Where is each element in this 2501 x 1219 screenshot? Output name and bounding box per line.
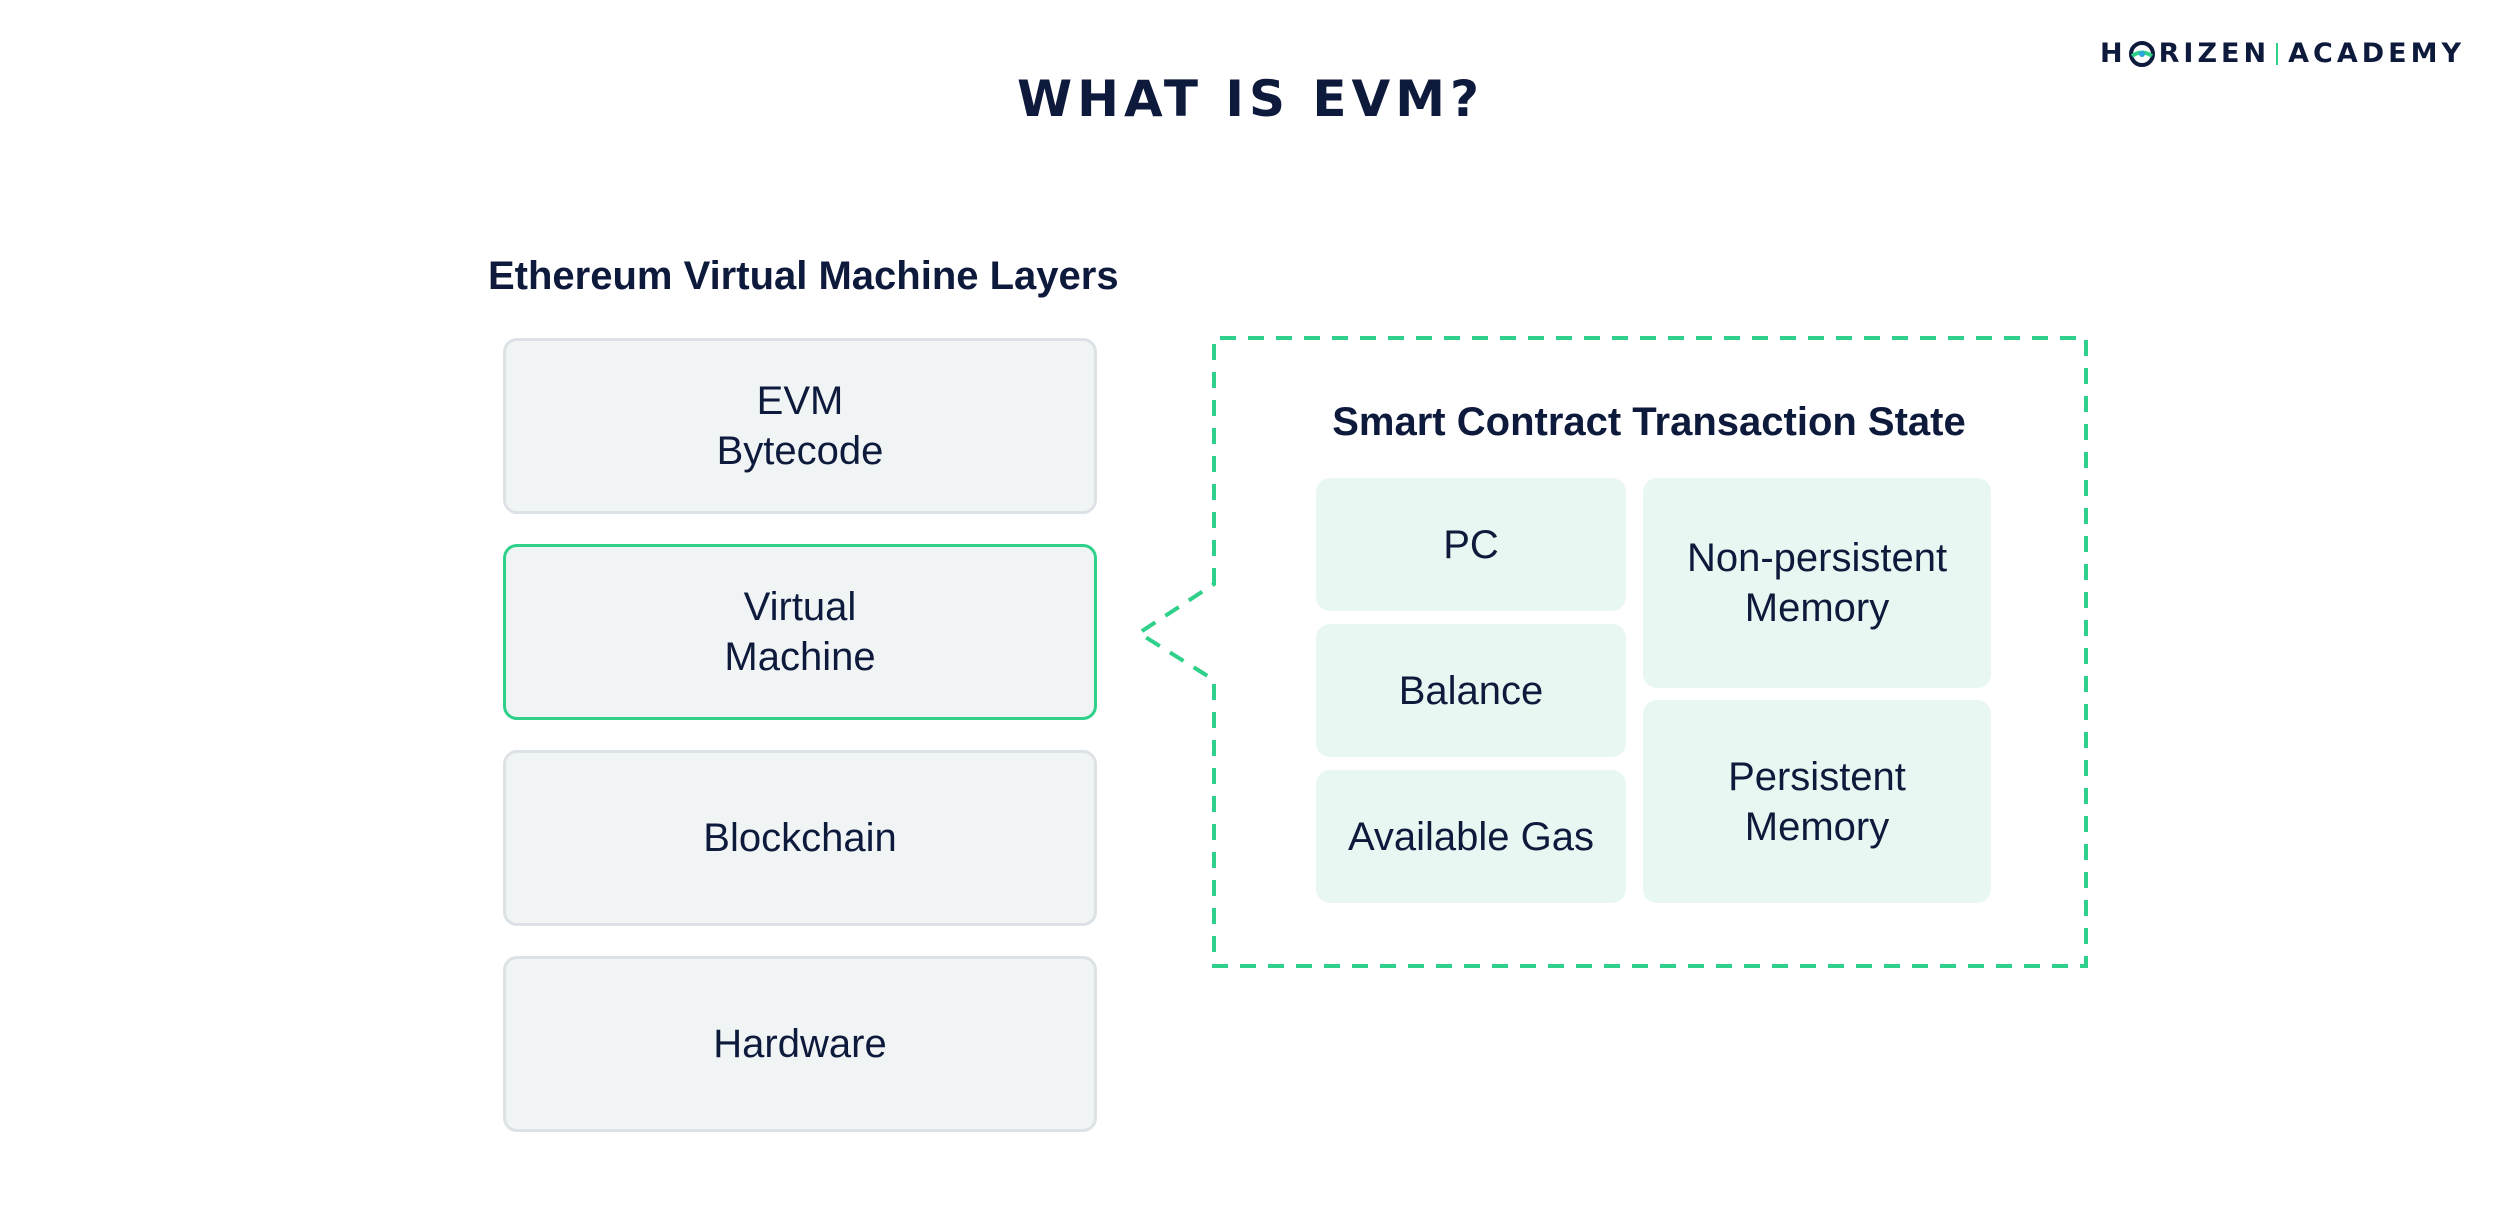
state-item-available-gas: Available Gas bbox=[1316, 770, 1626, 903]
layers-heading: Ethereum Virtual Machine Layers bbox=[488, 254, 1119, 298]
layer-evm-bytecode: EVM Bytecode bbox=[503, 338, 1097, 514]
layer-virtual-machine: Virtual Machine bbox=[503, 544, 1097, 720]
state-item-pc: PC bbox=[1316, 478, 1626, 611]
layer-blockchain: Blockchain bbox=[503, 750, 1097, 926]
logo-text-h: H bbox=[2100, 38, 2127, 69]
state-item-non-persistent-memory: Non-persistent Memory bbox=[1643, 478, 1991, 688]
horizen-logo-icon bbox=[2128, 40, 2155, 67]
logo-text-academy: ACADEMY bbox=[2288, 38, 2465, 69]
state-heading: Smart Contract Transaction State bbox=[1332, 400, 1966, 444]
logo-text-rizen: RIZEN bbox=[2158, 38, 2271, 69]
state-item-persistent-memory: Persistent Memory bbox=[1643, 700, 1991, 903]
page-title: WHAT IS EVM? bbox=[1017, 70, 1484, 128]
state-item-balance: Balance bbox=[1316, 624, 1626, 757]
horizen-academy-logo: H RIZEN ACADEMY bbox=[2100, 38, 2465, 69]
layer-hardware: Hardware bbox=[503, 956, 1097, 1132]
logo-divider bbox=[2276, 42, 2279, 65]
